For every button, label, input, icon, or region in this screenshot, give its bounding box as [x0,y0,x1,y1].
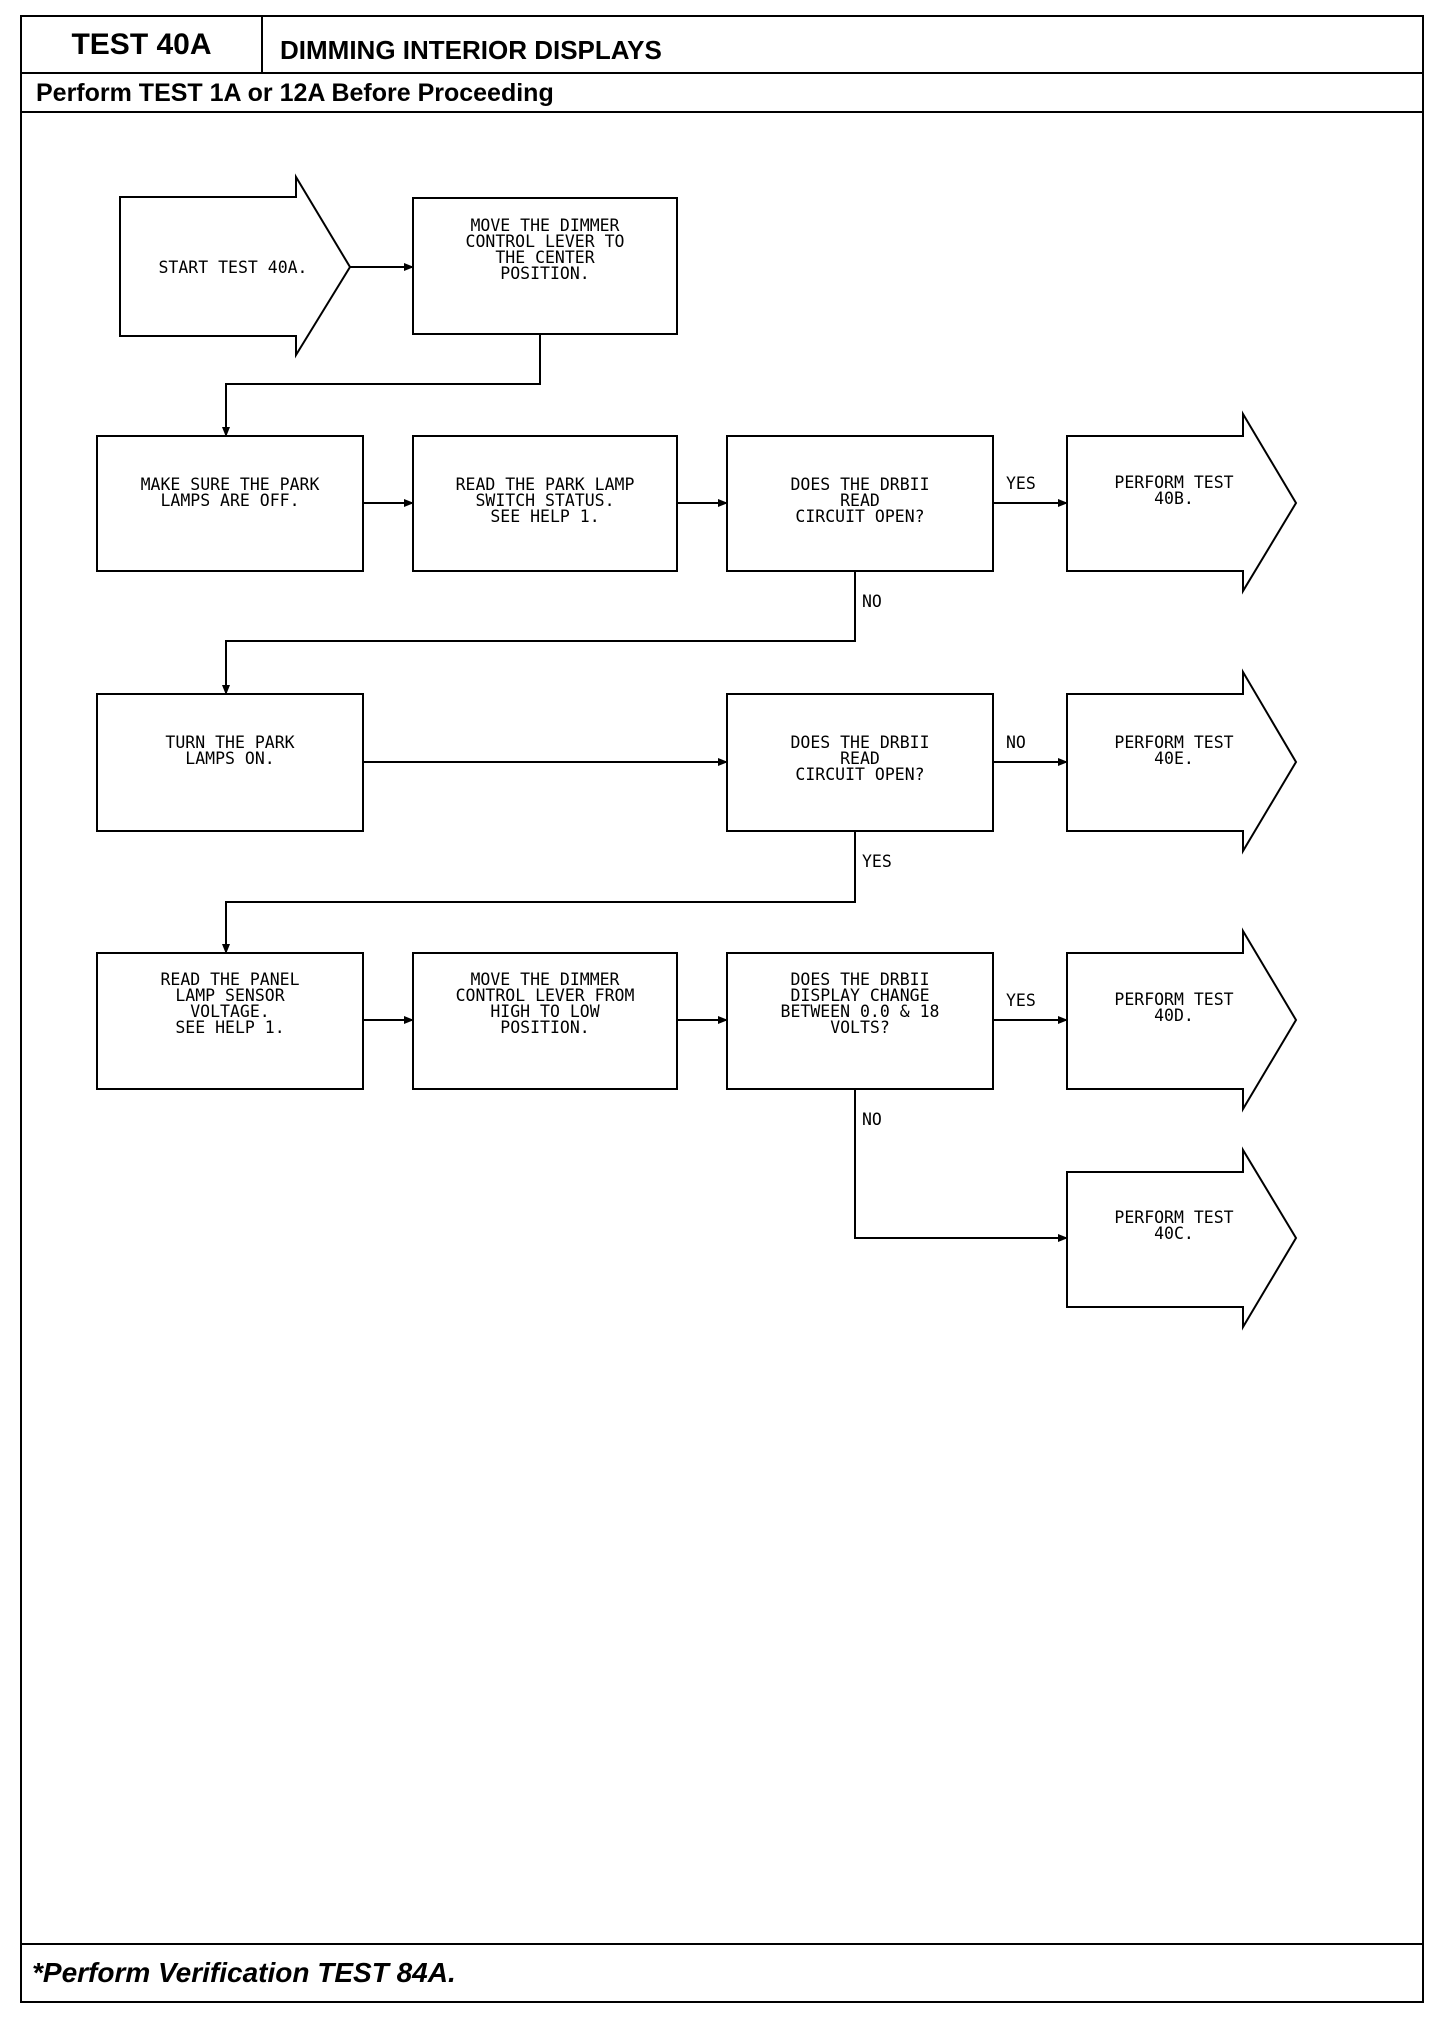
decision-3-no-label: NO [862,1110,882,1129]
node-text-line: SEE HELP 1. [175,1018,284,1037]
header-row: TEST 40A DIMMING INTERIOR DISPLAYS [22,17,1422,74]
start-text: START TEST 40A. [158,258,307,277]
decision-2-yes-label: YES [862,852,892,871]
node-text-line: SEE HELP 1. [490,507,599,526]
node-text-line: READ THE PANEL [160,970,299,989]
node-text-line: LAMP SENSOR [175,986,284,1005]
node-text-line: CIRCUIT OPEN? [795,765,924,784]
end-40c-shape [1066,1146,1298,1331]
prerequisite-row: Perform TEST 1A or 12A Before Proceeding [22,74,1422,113]
node-text-line: DISPLAY CHANGE [790,986,929,1005]
end-40b-shape [1066,410,1298,595]
end-40d-shape [1066,927,1298,1113]
connector-decision-1-no [222,571,856,695]
node-text-line: PERFORM TEST [1114,990,1233,1009]
node-text-line: 40E. [1154,749,1194,768]
node-text-line: CONTROL LEVER FROM [456,986,635,1005]
node-text-line: HIGH TO LOW [490,1002,599,1021]
node-text-line: START TEST 40A. [158,258,307,277]
page-title: DIMMING INTERIOR DISPLAYS [280,35,662,65]
prerequisite-note: Perform TEST 1A or 12A Before Proceeding [36,79,554,107]
decision-2-no-label: NO [1006,733,1026,752]
footer-row: *Perform Verification TEST 84A. [22,1943,1422,2001]
decision-1-no-label: NO [862,592,882,611]
end-40e-shape [1066,668,1298,855]
node-text-line: PERFORM TEST [1114,473,1233,492]
node-text-line: PERFORM TEST [1114,733,1233,752]
node-text-line: READ [840,749,880,768]
node-text-line: SWITCH STATUS. [475,491,614,510]
node-text-line: 40B. [1154,489,1194,508]
node-text-line: POSITION. [500,1018,589,1037]
node-text-line: THE CENTER [495,248,594,267]
node-text-line: VOLTS? [830,1018,890,1037]
node-text-line: LAMPS ARE OFF. [160,491,299,510]
node-text-line: POSITION. [500,264,589,283]
node-text-line: VOLTAGE. [190,1002,269,1021]
test-page: TEST 40A DIMMING INTERIOR DISPLAYS Perfo… [20,15,1424,2003]
connector-decision-3-no [854,1089,1068,1242]
connector-decision-2-yes [222,831,856,954]
test-id: TEST 40A [22,17,263,72]
node-text-line: MAKE SURE THE PARK [141,475,320,494]
node-text-line: 40C. [1154,1224,1194,1243]
node-text-line: DOES THE DRBII [790,733,929,752]
node-text-line: MOVE THE DIMMER [470,970,619,989]
node-text-line: MOVE THE DIMMER [470,216,619,235]
node-text-line: READ THE PARK LAMP [456,475,635,494]
node-text-line: BETWEEN 0.0 & 18 [781,1002,940,1021]
node-text-line: READ [840,491,880,510]
start-arrow-shape [119,173,352,359]
node-text-line: DOES THE DRBII [790,970,929,989]
decision-3-yes-label: YES [1006,991,1036,1010]
node-text-line: DOES THE DRBII [790,475,929,494]
node-text-line: CIRCUIT OPEN? [795,507,924,526]
node-text-line: TURN THE PARK [165,733,294,752]
node-text-line: LAMPS ON. [185,749,274,768]
node-text-line: 40D. [1154,1006,1194,1025]
connector-dimmer-to-park-off [222,334,541,437]
node-text-line: CONTROL LEVER TO [466,232,625,251]
verification-note: *Perform Verification TEST 84A. [32,1957,456,1988]
decision-1-yes-label: YES [1006,474,1036,493]
node-text-line: PERFORM TEST [1114,1208,1233,1227]
